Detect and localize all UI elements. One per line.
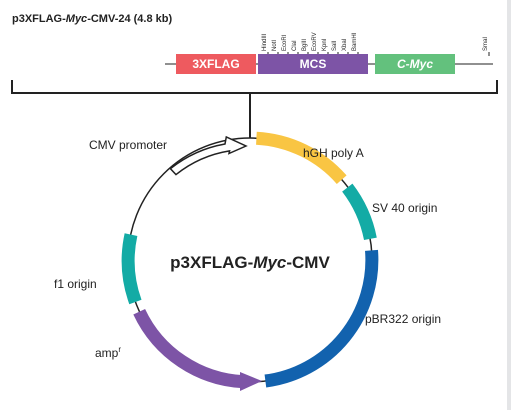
site-hindiii: HindIII bbox=[262, 33, 268, 51]
restriction-sites: HindIII NotI EcoRI ClaI BglII EcoRV KpnI… bbox=[262, 32, 489, 51]
f1-origin-label: f1 origin bbox=[54, 277, 97, 291]
amp-label: ampr bbox=[95, 345, 121, 360]
flag-label: 3XFLAG bbox=[192, 57, 239, 71]
site-bamhi: BamHI bbox=[352, 32, 358, 51]
site-kpni: KpnI bbox=[322, 38, 328, 51]
cmv-promoter-label: CMV promoter bbox=[89, 138, 167, 152]
f1-origin-segment bbox=[121, 233, 142, 305]
myc-segment: C-Myc bbox=[375, 54, 455, 74]
sv40-segment bbox=[342, 183, 377, 241]
site-sali: SalI bbox=[332, 40, 338, 51]
site-clai: ClaI bbox=[292, 40, 298, 51]
site-bglii: BglII bbox=[302, 39, 308, 51]
bracket bbox=[11, 80, 498, 94]
sv40-origin-label: SV 40 origin bbox=[372, 201, 437, 215]
plasmid-circle bbox=[121, 131, 379, 391]
amp-arrowhead bbox=[240, 372, 262, 391]
mcs-segment: MCS bbox=[258, 54, 368, 74]
mcs-label: MCS bbox=[300, 57, 327, 71]
cmv-promoter-arrow bbox=[169, 135, 248, 176]
pbr322-segment bbox=[264, 249, 379, 388]
site-noti: NotI bbox=[272, 40, 278, 51]
site-ecorv: EcoRV bbox=[312, 32, 318, 51]
hgh-polya-label: hGH poly A bbox=[303, 146, 364, 160]
hgh-polya-segment bbox=[255, 131, 347, 185]
plasmid-name: p3XFLAG-Myc-CMV bbox=[170, 253, 330, 272]
site-ecori: EcoRI bbox=[282, 34, 288, 51]
figure-title: p3XFLAG-Myc-CMV-24 (4.8 kb) bbox=[12, 13, 172, 25]
flag-segment: 3XFLAG bbox=[176, 54, 256, 74]
myc-label: C-Myc bbox=[397, 57, 433, 71]
site-xbai: XbaI bbox=[342, 38, 348, 51]
pbr322-origin-label: pBR322 origin bbox=[365, 312, 441, 326]
site-smai: SmaI bbox=[483, 37, 489, 51]
amp-segment bbox=[133, 308, 245, 389]
